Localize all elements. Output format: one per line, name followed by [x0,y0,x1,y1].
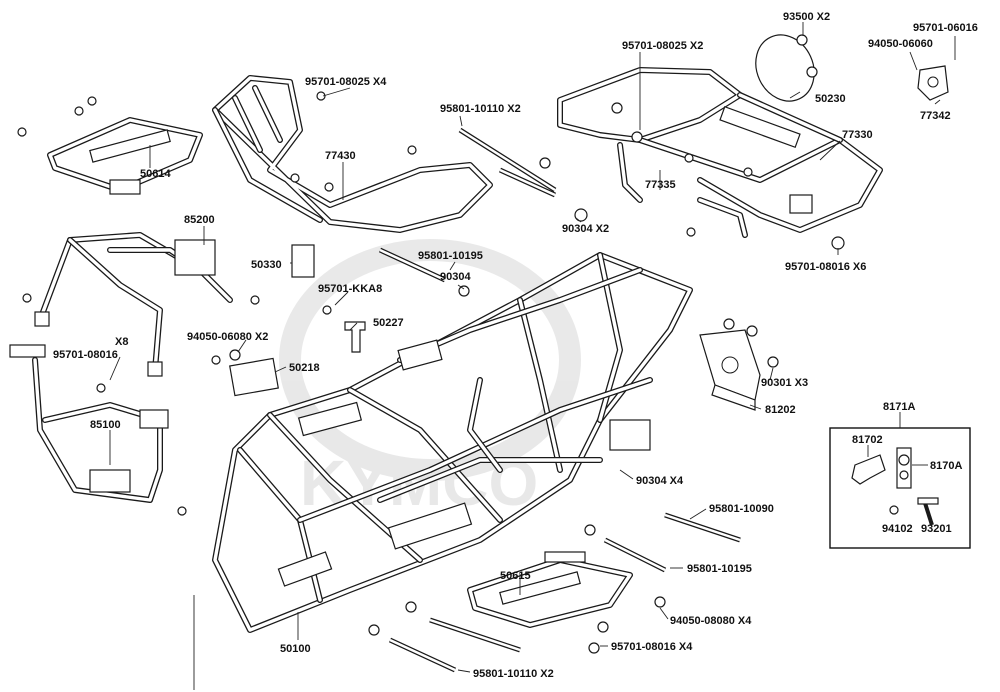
bracket-50218 [229,357,279,397]
label-93500: 93500 X2 [783,11,830,23]
label-50230: 50230 [815,93,846,105]
main-frame [212,252,693,633]
pin-93201 [917,497,939,505]
label-50218: 50218 [289,362,320,374]
label-85200: 85200 [184,214,215,226]
label-90301-x3: 90301 X3 [761,377,808,389]
front-bumper-85100 [9,344,169,503]
label-8171a: 8171A [883,401,915,413]
label-95701-08016: 95701-08016 [53,349,118,361]
label-50614: 50614 [140,168,171,180]
label-95701-08016-x4: 95701-08016 X4 [611,641,693,653]
label-50330: 50330 [251,259,282,271]
part-labels: 93500 X2 95701-06016 94050-06060 95701-0… [53,11,978,680]
skid-plate-81202 [699,329,761,411]
rear-rack [557,67,883,238]
label-77430: 77430 [325,150,356,162]
label-81702: 81702 [852,434,883,446]
cover-plate-50230 [755,34,815,102]
label-77330: 77330 [842,129,873,141]
hitch-81702 [851,454,886,485]
label-93201: 93201 [921,523,952,535]
label-50100: 50100 [280,643,311,655]
label-85100: 85100 [90,419,121,431]
bracket-77342 [917,65,949,101]
label-95701-kka8: 95701-KKA8 [318,283,382,295]
label-95701-08025-x4: 95701-08025 X4 [305,76,387,88]
label-94050-06060: 94050-06060 [868,38,933,50]
hitch-8170a [896,447,912,489]
label-90304-x4: 90304 X4 [636,475,684,487]
label-95801-10195-bottom: 95801-10195 [687,563,752,575]
nut-94102 [889,505,899,515]
leader-lines [109,22,956,690]
footrest-50615 [467,551,633,628]
inset-8171a [829,412,971,549]
label-95801-10110-x2-top: 95801-10110 X2 [440,103,521,115]
label-x8: X8 [115,336,128,348]
label-50227: 50227 [373,317,404,329]
label-8170a: 8170A [930,460,962,472]
label-77342: 77342 [920,110,951,122]
label-95701-08025-x2: 95701-08025 X2 [622,40,703,52]
label-95801-10195-top: 95801-10195 [418,250,483,262]
seat-frame-50614 [47,117,203,195]
label-95801-10090: 95801-10090 [709,503,774,515]
label-90304: 90304 [440,271,471,283]
label-77335: 77335 [645,179,676,191]
label-94102: 94102 [882,523,913,535]
bracket-50227 [344,321,366,353]
label-90304-x2: 90304 X2 [562,223,609,235]
long-bolts [378,127,741,673]
label-95801-10110-x2-bottom: 95801-10110 X2 [473,668,554,680]
label-95701-08016-x6: 95701-08016 X6 [785,261,866,273]
label-94050-08080-x4: 94050-08080 X4 [670,615,752,627]
label-95701-06016: 95701-06016 [913,22,978,34]
fasteners [17,34,845,654]
label-81202: 81202 [765,404,796,416]
plate-50330 [291,244,315,278]
label-94050-06080-x2: 94050-06080 X2 [187,331,268,343]
front-rack [212,75,493,233]
label-50615: 50615 [500,570,531,582]
front-guard-85200 [34,232,233,377]
